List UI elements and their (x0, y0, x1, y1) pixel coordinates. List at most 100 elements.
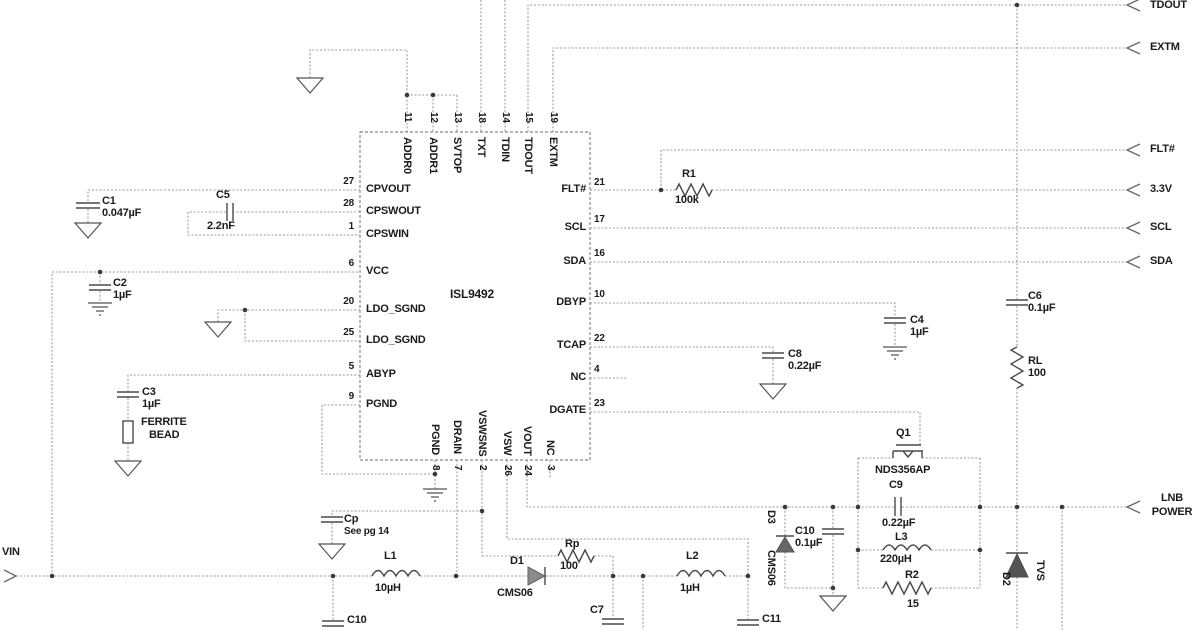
pin-27-number: 27 (343, 176, 354, 187)
ferrite-bead-symbol (122, 420, 134, 444)
c9-ref: C9 (889, 479, 903, 491)
c1-ref: C1 (102, 195, 116, 207)
c2-value: 1µF (113, 289, 132, 301)
pin-4-number: 4 (594, 364, 600, 375)
rp-ref: Rp (565, 538, 580, 550)
sda-port-arrow (1125, 255, 1141, 269)
pin-pgnd9-name: PGND (366, 398, 397, 410)
c8-symbol (762, 352, 784, 359)
l2-inductor-symbol (676, 569, 726, 578)
r2-ref: R2 (905, 569, 919, 581)
c1-value: 0.047µF (102, 207, 142, 219)
ferrite-bead-label-1: FERRITE (141, 416, 187, 428)
c5-ref: C5 (216, 189, 230, 201)
c11-ref: C11 (762, 613, 781, 625)
pin-16-number: 16 (594, 248, 605, 259)
pin-tdout-name: TDOUT (522, 137, 534, 174)
gnd-c1 (73, 222, 103, 239)
d1-diode-symbol (527, 566, 547, 586)
v33-port-arrow (1125, 183, 1141, 197)
lnb-power-label-1: LNB (1160, 492, 1183, 504)
v33-port-label: 3.3V (1150, 183, 1172, 195)
c11-symbol (737, 619, 759, 626)
pin-6-number: 6 (348, 258, 355, 269)
pin-20-number: 20 (343, 296, 354, 307)
q1-ref: Q1 (896, 427, 911, 439)
pin-ldo-sgnd2-name: LDO_SGND (366, 334, 426, 346)
c5-symbol (226, 203, 234, 221)
lnb-power-label-2: POWER (1151, 506, 1193, 518)
l3-value: 220µH (880, 553, 912, 565)
pin-ldo-sgnd1-name: LDO_SGND (366, 303, 426, 315)
c5-value: 2.2nF (207, 220, 235, 232)
c8-ref: C8 (788, 348, 802, 360)
pin-19-number: 19 (548, 112, 559, 123)
r2-value: 15 (907, 598, 919, 610)
c6-symbol (1006, 299, 1028, 306)
extm-port-arrow (1125, 41, 1141, 55)
l3-ref: L3 (895, 531, 908, 543)
pin-cpswout-name: CPSWOUT (366, 205, 421, 217)
vin-port-label: VIN (2, 546, 20, 558)
ground-symbols (73, 77, 907, 612)
c10-output-ref: C10 (795, 525, 815, 537)
gnd-cp (317, 543, 347, 560)
pin-abyp-name: ABYP (366, 368, 396, 380)
c3-symbol (117, 391, 139, 398)
c10-input-symbol (322, 620, 344, 627)
c3-ref: C3 (142, 386, 156, 398)
l2-value: 1µH (680, 582, 700, 594)
c10-output-value: 0.1µF (795, 537, 823, 549)
c2-ref: C2 (113, 277, 127, 289)
c9-symbol (894, 497, 902, 516)
pin-txt-name: TXT (475, 137, 487, 158)
l3-inductor-symbol (882, 544, 932, 552)
gnd-ldo (203, 321, 233, 338)
wires (16, 0, 1127, 630)
r1-ref: R1 (682, 168, 696, 180)
d2-ref: D2 (1000, 572, 1012, 586)
c7-ref: C7 (590, 604, 604, 616)
c8-value: 0.22µF (788, 360, 822, 372)
gnd-c4 (883, 346, 907, 360)
ic-outline (359, 131, 591, 461)
rl-ref: RL (1028, 355, 1043, 367)
pin-nc4-name: NC (570, 371, 587, 383)
pin-3-number: 3 (545, 465, 556, 471)
rl-resistor-symbol (1009, 346, 1025, 389)
pin-14-number: 14 (500, 112, 511, 123)
pin-22-number: 22 (594, 333, 605, 344)
d3-value: CMS06 (765, 550, 777, 586)
q1-mosfet-symbol (892, 444, 923, 459)
c9-value: 0.22µF (882, 517, 916, 529)
pin-24-number: 24 (522, 465, 533, 476)
pin-23-number: 23 (594, 398, 605, 409)
tdout-port-label: TDOUT (1150, 0, 1187, 11)
pin-vout-name: VOUT (521, 426, 533, 456)
pin-2-number: 2 (477, 465, 488, 471)
pin-cpvout-name: CPVOUT (366, 183, 411, 195)
pin-11-number: 11 (402, 112, 413, 123)
flt-port-label: FLT# (1150, 143, 1175, 155)
d1-ref: D1 (510, 555, 524, 567)
pin-scl-name: SCL (564, 221, 587, 233)
c2-symbol (89, 284, 111, 291)
cp-value: See pg 14 (344, 526, 389, 537)
c3-value: 1µF (142, 398, 161, 410)
pin-vcc-name: VCC (366, 265, 389, 277)
ferrite-bead-label-2: BEAD (149, 429, 180, 441)
l2-ref: L2 (686, 550, 699, 562)
tdout-port-arrow (1125, 0, 1141, 12)
vin-port-arrow (3, 569, 18, 583)
cp-symbol (321, 516, 343, 523)
c6-value: 0.1µF (1028, 302, 1056, 314)
component-symbols (76, 182, 1029, 627)
gnd-c10-out (818, 595, 848, 612)
connector-arrows (3, 0, 1141, 583)
r1-value: 100k (675, 194, 699, 206)
l1-value: 10µH (375, 582, 401, 594)
pin-addr1-name: ADDR1 (427, 137, 439, 174)
cp-ref: Cp (344, 513, 359, 525)
